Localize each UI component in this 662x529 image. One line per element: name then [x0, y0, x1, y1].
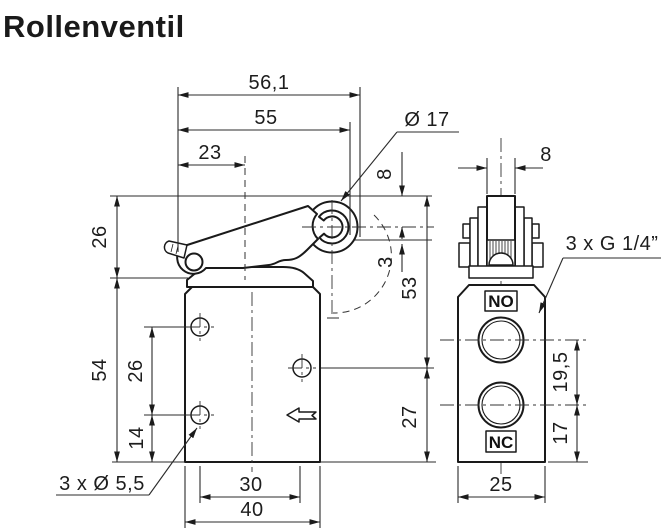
roller-hook — [318, 209, 350, 245]
fork-plate-left — [477, 206, 488, 269]
dim-lever-length: 55 — [254, 107, 277, 129]
roller-swept-arc — [332, 214, 392, 314]
dim-roller-diameter: Ø 17 — [404, 109, 449, 131]
leader-mounting-holes — [148, 427, 198, 496]
dim-lever-height: 26 — [89, 225, 111, 248]
dim-roller-width: 8 — [540, 144, 552, 166]
nc-label-box — [485, 430, 517, 453]
dim-pivot-offset: 23 — [198, 142, 221, 164]
dim-total-width: 56,1 — [249, 72, 290, 94]
mounting-hole-top-left — [186, 313, 214, 341]
dim-body-width: 40 — [240, 499, 263, 521]
label-mounting-holes: 3 x Ø 5,5 — [59, 473, 145, 495]
dim-hole-span: 30 — [239, 474, 262, 496]
dim-port-bottom: 17 — [550, 421, 572, 444]
dim-roller-top: 8 — [374, 168, 396, 180]
fork-plate-right — [514, 206, 525, 269]
dim-hole-bottom: 14 — [126, 426, 148, 449]
bracket-base — [468, 265, 534, 279]
dim-body-height: 54 — [89, 358, 111, 381]
no-label-box — [484, 290, 518, 312]
valve-body-side — [457, 284, 546, 463]
fork-tab-left — [458, 242, 471, 268]
mounting-hole-bottom-left — [186, 401, 214, 429]
dim-port-spacing: 19,5 — [550, 352, 572, 393]
no-label: NO — [488, 292, 514, 311]
plunger-dome — [488, 252, 514, 266]
label-thread-ports: 3 x G 1/4” — [566, 233, 659, 255]
fork-tab-right — [531, 242, 544, 268]
lever-arm — [176, 205, 319, 275]
lever-tab-hatch — [170, 243, 174, 253]
front-view: 56,1 55 23 Ø 17 26 54 26 14 3 x Ø 5,5 30 — [56, 72, 459, 528]
pivot-hole — [184, 252, 204, 272]
leader-thread-ports — [538, 257, 564, 314]
fork-plate-right-outer — [523, 217, 533, 269]
dim-hole-spacing: 26 — [125, 359, 147, 382]
dim-upper-height: 53 — [399, 276, 421, 299]
fork-bolt-left — [462, 223, 471, 239]
lever-tab — [163, 240, 188, 259]
nc-label: NC — [489, 433, 514, 452]
valve-cap — [186, 266, 314, 288]
plunger-knurl — [486, 239, 516, 267]
page-title: Rollenventil — [3, 9, 185, 44]
dim-port-height: 27 — [399, 405, 421, 428]
fork-plate-left-outer — [469, 217, 479, 269]
dim-body-depth: 25 — [489, 474, 512, 496]
mounting-hole-right — [288, 354, 316, 382]
dim-roller-offset: 3 — [375, 256, 397, 268]
fork-bolt-right — [531, 223, 540, 239]
exhaust-arrow — [286, 407, 317, 423]
side-view: NO NC 3 x G 1/4” 8 19,5 17 — [440, 138, 661, 503]
leader-roller-diameter — [340, 131, 398, 202]
